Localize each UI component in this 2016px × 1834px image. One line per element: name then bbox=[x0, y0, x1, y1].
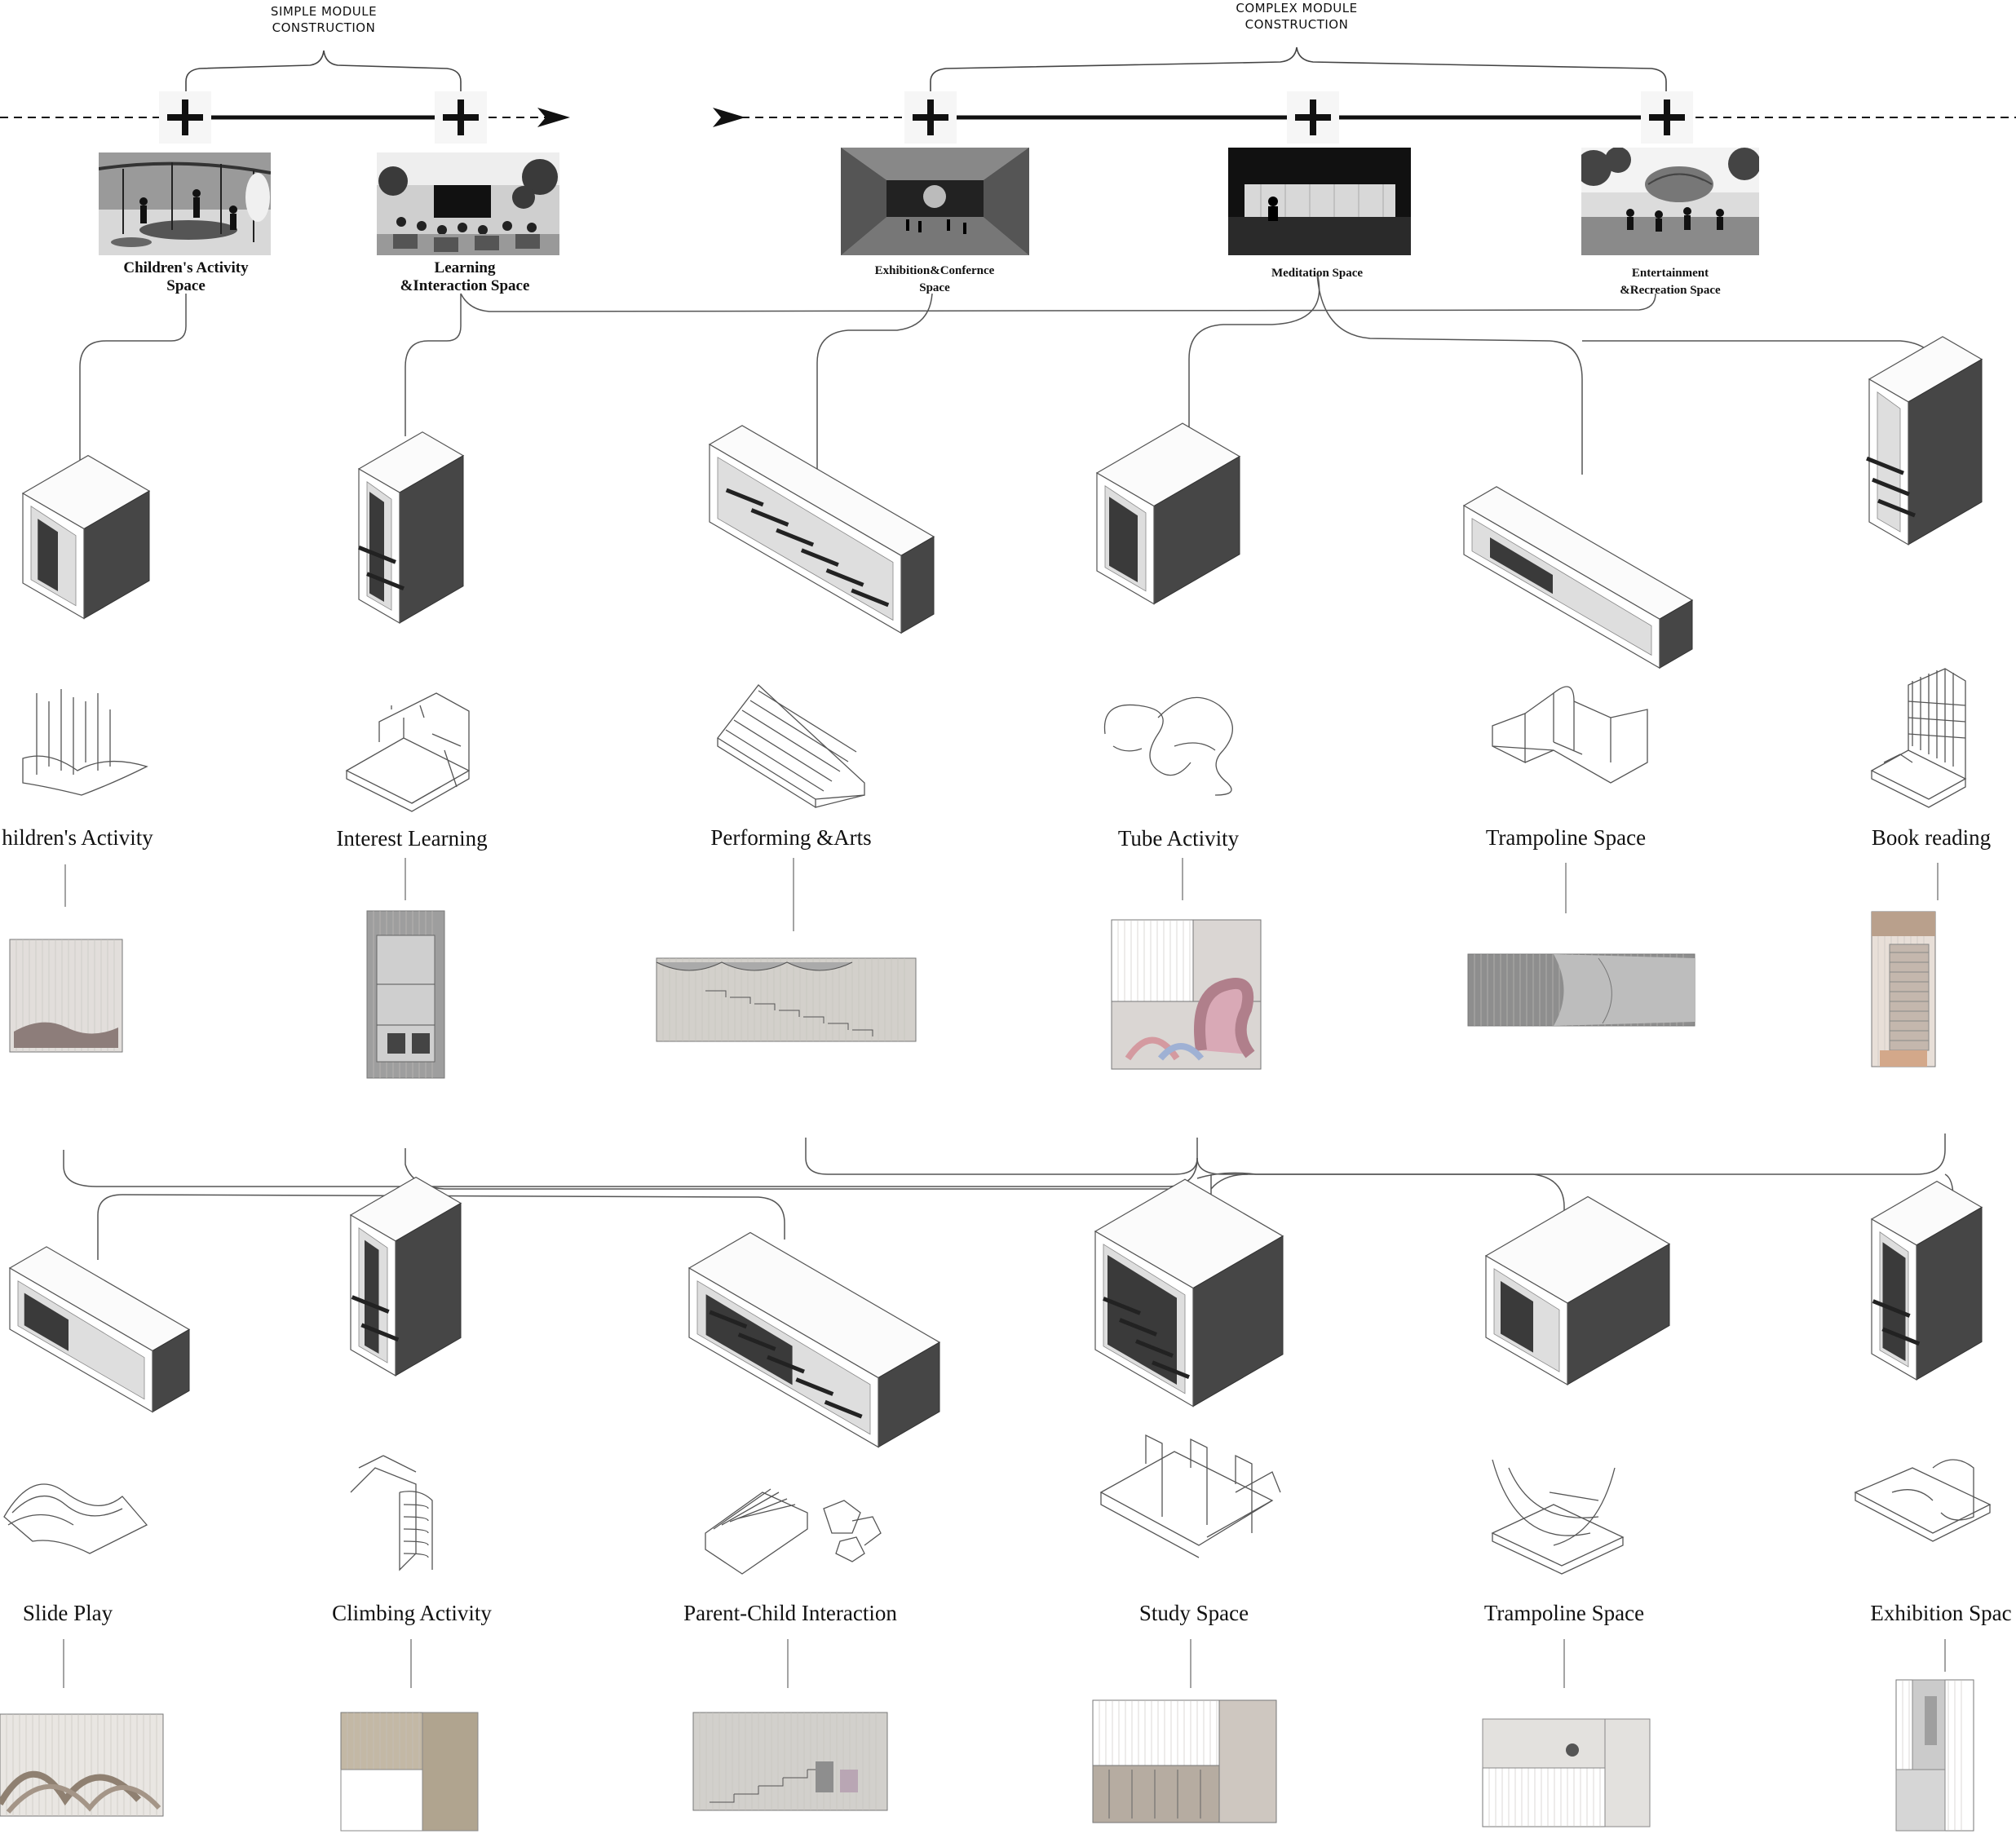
brace-simple bbox=[185, 50, 462, 116]
module-sketch-slide-play bbox=[3, 1483, 148, 1554]
module-sketch-childrens-activity bbox=[22, 689, 148, 796]
label-stems bbox=[63, 858, 1946, 1688]
module-box-slide-play bbox=[8, 1246, 191, 1413]
photo-learning-interaction bbox=[377, 152, 559, 255]
module-sketch-book-reading bbox=[1870, 668, 1967, 808]
module-label-interest-learning: Interest Learning bbox=[336, 826, 488, 851]
module-sketch-climbing-activity bbox=[350, 1455, 433, 1571]
module-plan-study-space bbox=[1092, 1699, 1277, 1823]
timeline-node-1 bbox=[159, 91, 211, 144]
module-plan-trampoline-space-1 bbox=[1467, 953, 1695, 1027]
timeline-node-4 bbox=[1287, 91, 1339, 144]
timeline-node-2 bbox=[435, 91, 487, 144]
module-box-interest-learning bbox=[357, 431, 465, 625]
module-plan-book-reading bbox=[1871, 911, 1936, 1067]
space-label-learning-interaction: Learning&Interaction Space bbox=[400, 259, 530, 294]
module-sketch-trampoline-space-2 bbox=[1491, 1459, 1625, 1575]
module-label-trampoline-space-2: Trampoline Space bbox=[1483, 1601, 1645, 1625]
module-sketch-tube-activity bbox=[1103, 696, 1234, 796]
module-plan-performing-arts bbox=[656, 957, 917, 1042]
module-plan-trampoline-space-2 bbox=[1482, 1718, 1651, 1827]
module-label-tube-activity: Tube Activity bbox=[1117, 826, 1240, 851]
complex-module-label: COMPLEX MODULE CONSTRUCTION bbox=[1236, 1, 1358, 32]
module-box-childrens-activity bbox=[21, 454, 151, 620]
module-sketch-performing-arts bbox=[717, 684, 865, 808]
timeline-node-3 bbox=[904, 91, 957, 144]
module-plan-climbing-activity bbox=[340, 1712, 479, 1832]
photo-exhibition-conference bbox=[841, 148, 1029, 255]
module-sketch-trampoline-space-1 bbox=[1492, 686, 1648, 784]
photo-entertainment-recreation bbox=[1581, 148, 1759, 255]
module-plan-childrens-activity bbox=[9, 939, 123, 1053]
module-label-study-space: Study Space bbox=[1138, 1601, 1249, 1625]
module-label-book-reading: Book reading bbox=[1871, 825, 1992, 850]
space-label-entertainment-recreation: Entertainment&Recreation Space bbox=[1620, 267, 1721, 297]
module-label-parent-child-interaction: Parent-Child Interaction bbox=[683, 1601, 897, 1625]
photo-meditation bbox=[1228, 148, 1411, 255]
module-sketch-parent-child-interaction bbox=[705, 1488, 882, 1575]
module-label-childrens-activity: hildren's Activity bbox=[2, 825, 153, 850]
module-plan-interest-learning bbox=[366, 910, 445, 1079]
module-plan-exhibition-space bbox=[1895, 1679, 1974, 1832]
module-box-parent-child-interaction bbox=[687, 1231, 941, 1448]
module-box-climbing-activity bbox=[349, 1176, 462, 1377]
module-box-trampoline-space-2 bbox=[1484, 1195, 1671, 1386]
module-plan-parent-child-interaction bbox=[692, 1712, 888, 1811]
module-box-exhibition-space bbox=[1870, 1180, 1983, 1381]
module-box-book-reading bbox=[1866, 336, 1983, 546]
module-label-exhibition-space: Exhibition Spac bbox=[1870, 1601, 2012, 1625]
module-label-climbing-activity: Climbing Activity bbox=[332, 1601, 492, 1625]
space-label-meditation: Meditation Space bbox=[1271, 267, 1364, 280]
module-plan-tube-activity bbox=[1111, 919, 1262, 1070]
module-plan-slide-play bbox=[0, 1713, 164, 1817]
module-box-trampoline-space-1 bbox=[1462, 486, 1694, 670]
module-sketch-exhibition-space bbox=[1854, 1459, 1992, 1542]
brace-complex bbox=[930, 46, 1667, 116]
timeline-node-5 bbox=[1641, 91, 1693, 144]
photo-childrens-activity bbox=[99, 152, 271, 255]
module-box-study-space bbox=[1094, 1178, 1284, 1408]
module-label-performing-arts: Performing &Arts bbox=[710, 825, 872, 850]
module-label-trampoline-space-1: Trampoline Space bbox=[1485, 825, 1647, 850]
module-box-performing-arts bbox=[708, 425, 935, 634]
module-sketch-study-space bbox=[1099, 1434, 1281, 1558]
module-box-tube-activity bbox=[1095, 422, 1241, 605]
module-label-slide-play: Slide Play bbox=[22, 1601, 113, 1625]
simple-module-label: SIMPLE MODULE CONSTRUCTION bbox=[270, 4, 378, 35]
module-sketch-interest-learning bbox=[345, 692, 471, 812]
